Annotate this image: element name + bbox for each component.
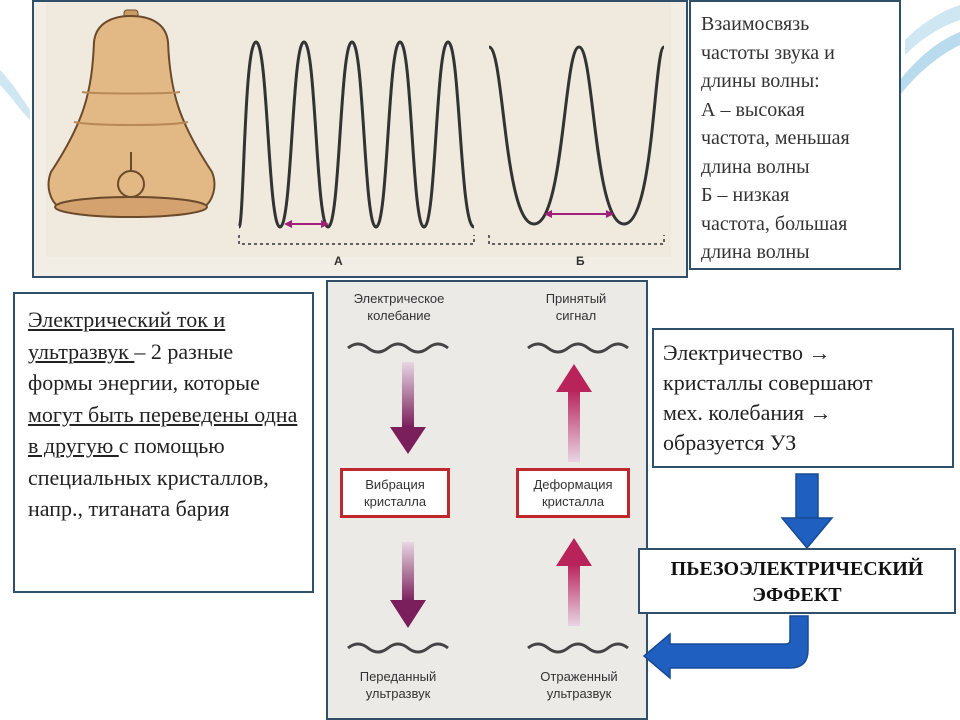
- arrow-left-blue-icon: [642, 615, 809, 680]
- flow-graphic: [347, 342, 629, 654]
- label-crystal-vibration: Вибрация кристалла: [340, 468, 450, 518]
- electricity-text: Электричество → кристаллы совершают мех.…: [663, 338, 952, 458]
- arrow-up-icon: [556, 538, 592, 626]
- energy-forms-box: Электрический ток и ультразвук – 2 разны…: [13, 292, 314, 593]
- wave-relation-text: Взаимосвязь частоты звука и длины волны:…: [701, 10, 899, 267]
- electricity-box: Электричество → кристаллы совершают мех.…: [652, 328, 954, 468]
- arrow-up-icon: [556, 364, 592, 462]
- electricity-line: образуется УЗ: [663, 430, 797, 455]
- energy-term-1: Электрический ток и: [28, 307, 226, 332]
- energy-forms-text: Электрический ток и ультразвук – 2 разны…: [28, 304, 302, 525]
- electricity-line: кристаллы совершают: [663, 370, 873, 395]
- wave-relation-line: А – высокая: [701, 98, 805, 121]
- wave-relation-line: длина волны: [701, 241, 810, 263]
- bell-wave-figure: А Б: [32, 0, 688, 278]
- arrow-down-icon: [390, 542, 426, 628]
- energy-term-2: ультразвук: [28, 338, 135, 364]
- label-electric-oscillation: Электрическое колебание: [353, 291, 445, 323]
- wave-electric-icon: [347, 342, 449, 354]
- wave-relation-line: длины волны:: [701, 70, 820, 92]
- wave-a: [237, 40, 476, 229]
- electricity-line: Электричество →: [663, 340, 831, 365]
- bell-icon: [47, 9, 216, 218]
- wave-b: [487, 45, 666, 226]
- arrow-down-blue-icon: [780, 473, 834, 550]
- wave-reflected-icon: [527, 642, 629, 654]
- wave-relation-line: длина волны: [701, 155, 810, 178]
- ultrasound-flow-diagram: Электрическое колебание Принятый сигнал …: [326, 280, 648, 720]
- wave-transmitted-icon: [347, 642, 449, 654]
- wave-relation-line: частота, большая: [701, 212, 848, 235]
- energy-desc-2: с помощью специальных кристаллов, напр.,…: [28, 433, 269, 521]
- wave-label-b: Б: [576, 254, 585, 268]
- piezo-title-line1: ПЬЕЗОЭЛЕКТРИЧЕСКИЙ: [670, 558, 924, 580]
- piezo-effect-box: ПЬЕЗОЭЛЕКТРИЧЕСКИЙ ЭФФЕКТ: [638, 548, 956, 614]
- wave-relation-line: Взаимосвязь: [701, 13, 810, 35]
- label-reflected-ultrasound: Отраженный ультразвук: [540, 669, 618, 701]
- bell-wave-graphic: [46, 2, 671, 257]
- wave-relation-box: Взаимосвязь частоты звука и длины волны:…: [689, 0, 901, 270]
- electricity-line: мех. колебания →: [663, 400, 832, 425]
- wave-relation-line: частоты звука и: [701, 41, 835, 64]
- piezo-title-line2: ЭФФЕКТ: [752, 584, 842, 606]
- wave-received-icon: [527, 342, 629, 354]
- energy-term-3: могут быть переведены одна в другую: [28, 401, 298, 459]
- arrow-down-icon: [390, 362, 426, 454]
- connector-arrows: [642, 473, 834, 680]
- label-crystal-deformation: Деформация кристалла: [516, 468, 630, 518]
- label-transmitted-ultrasound: Переданный ультразвук: [359, 669, 437, 701]
- wave-label-a: А: [334, 254, 343, 268]
- wave-relation-line: частота, меньшая: [701, 127, 850, 149]
- label-received-signal: Принятый сигнал: [545, 291, 607, 323]
- energy-desc-1: – 2 разные формы энергии, которые: [28, 338, 260, 396]
- wave-relation-line: Б – низкая: [701, 184, 790, 206]
